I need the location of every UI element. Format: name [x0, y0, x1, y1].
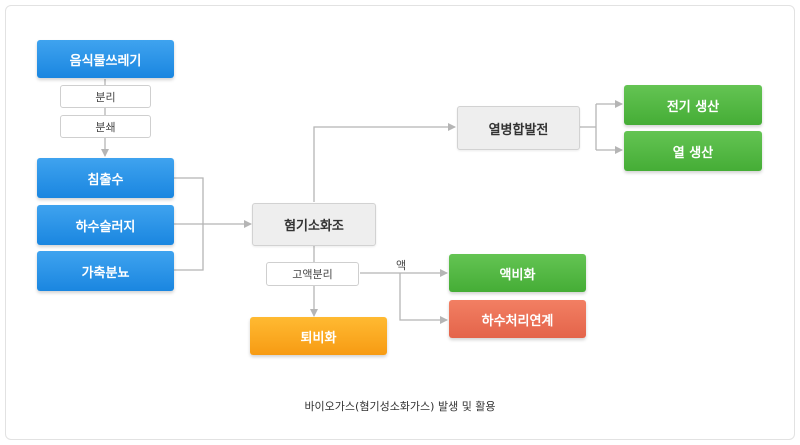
line-liquid-branch: [399, 273, 448, 324]
label-crushing: 분쇄: [60, 115, 151, 138]
node-livestock-manure: 가축분뇨: [37, 251, 174, 291]
label-separation: 분리: [60, 85, 151, 108]
line-digester-to-chp: [313, 123, 456, 202]
diagram-caption: 바이오가스(혐기성소화가스) 발생 및 활용: [304, 400, 496, 413]
label-solid-liquid-separation: 고액분리: [266, 262, 359, 286]
node-electricity: 전기 생산: [624, 85, 762, 125]
node-anaerobic-digestion: 혐기소화조: [252, 203, 376, 246]
node-food-waste: 음식물쓰레기: [37, 40, 174, 78]
node-sewage-link: 하수처리연계: [449, 300, 586, 338]
label-liquid: 액: [396, 259, 407, 272]
node-leachate: 침출수: [37, 158, 174, 198]
node-compost: 퇴비화: [250, 317, 387, 355]
node-chp: 열병합발전: [457, 106, 580, 150]
node-sewage-sludge: 하수슬러지: [37, 205, 174, 245]
node-heat: 열 생산: [624, 131, 762, 171]
node-liquid-fertilizer: 액비화: [449, 254, 586, 292]
